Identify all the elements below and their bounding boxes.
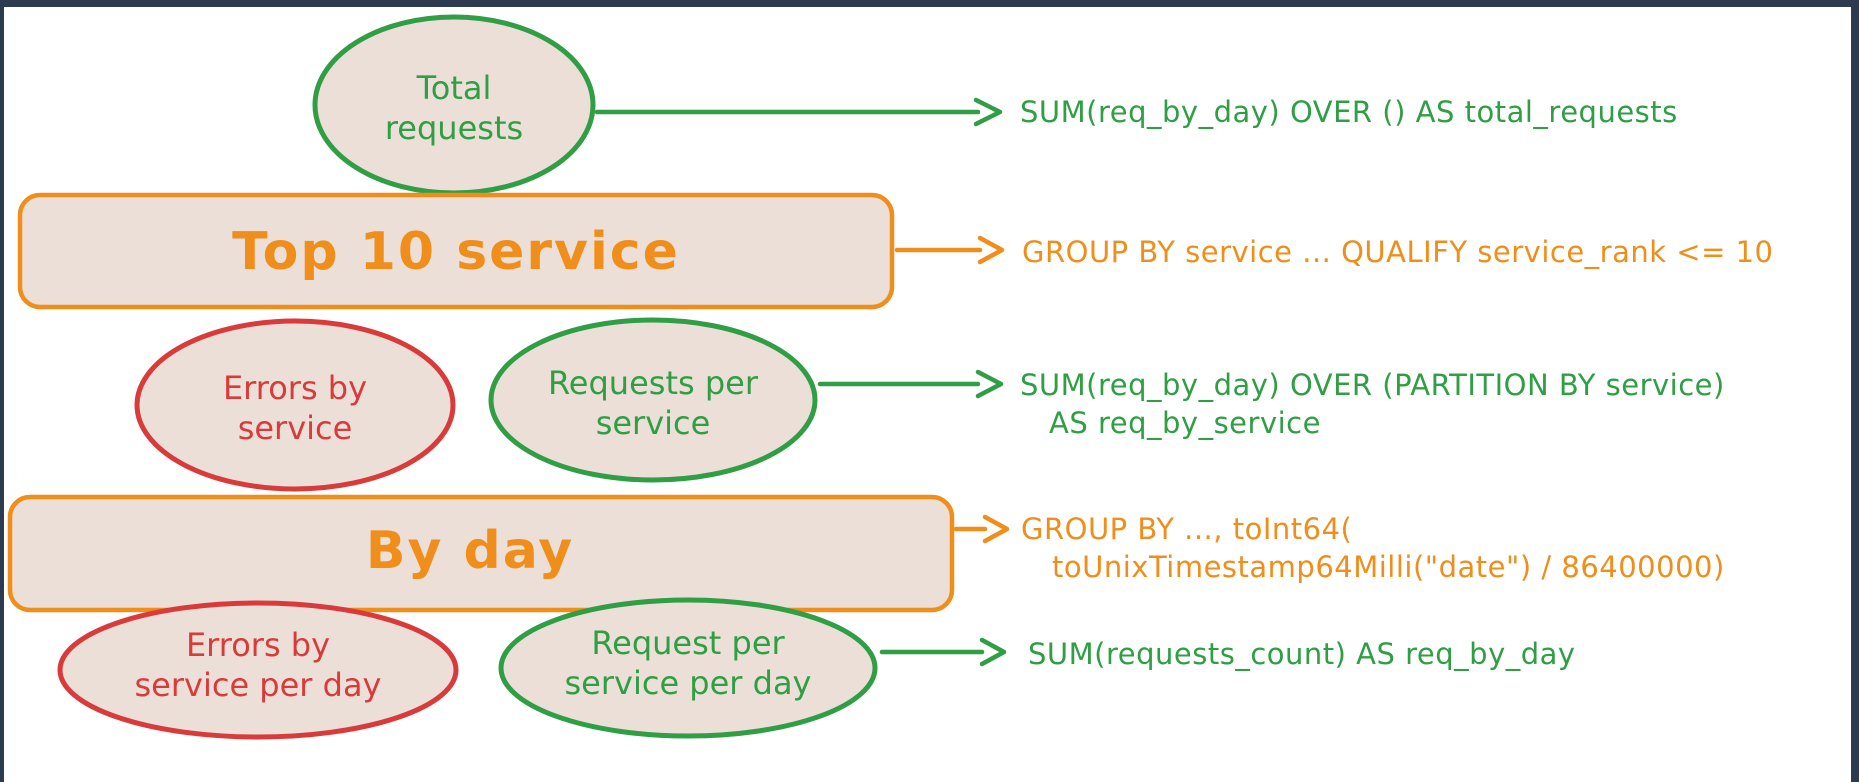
window-edge-top bbox=[0, 0, 1859, 7]
arrow-top-10-service bbox=[894, 235, 1005, 265]
arrow-req-by-day bbox=[879, 637, 1007, 667]
total-requests-label-line2: requests bbox=[385, 109, 523, 147]
errors-by-service-label-line1: Errors by bbox=[223, 369, 367, 407]
arrow-requests-per-service bbox=[817, 369, 1004, 399]
requests-per-service-label-line1: Requests per bbox=[548, 364, 759, 402]
top-10-service-label: Top 10 service bbox=[232, 222, 680, 282]
requests-per-service-label-line2: service bbox=[596, 404, 711, 442]
annotation-by-day-sql-line1: GROUP BY ..., toInt64( bbox=[1021, 512, 1352, 546]
node-request-per-service-per-day: Request per service per day bbox=[498, 597, 878, 739]
top-10-service-rect bbox=[17, 192, 895, 310]
annotation-requests-per-service-sql-line2: AS req_by_service bbox=[1049, 406, 1321, 440]
annotation-total-requests-sql: SUM(req_by_day) OVER () AS total_request… bbox=[1020, 95, 1678, 129]
requests-per-service-ellipse bbox=[488, 317, 818, 483]
by-day-label: By day bbox=[366, 521, 574, 581]
window-edge-left bbox=[0, 0, 4, 782]
window-edge-right bbox=[1851, 0, 1859, 782]
node-total-requests: Total requests bbox=[312, 14, 596, 196]
arrow-total-requests-head-icon bbox=[973, 97, 1003, 127]
request-per-service-per-day-ellipse bbox=[498, 597, 878, 739]
errors-by-service-per-day-label-line1: Errors by bbox=[186, 626, 330, 664]
node-top-10-service: Top 10 service bbox=[17, 192, 895, 310]
errors-by-service-per-day-ellipse bbox=[57, 600, 459, 740]
arrow-by-day-head-icon bbox=[982, 514, 1010, 544]
arrow-requests-per-service-head-icon bbox=[975, 369, 1004, 399]
request-per-service-per-day-label-line2: service per day bbox=[565, 664, 812, 702]
node-by-day: By day bbox=[7, 494, 955, 613]
annotation-top-10-service-sql: GROUP BY service ... QUALIFY service_ran… bbox=[1022, 235, 1774, 269]
arrow-total-requests bbox=[594, 97, 1003, 127]
annotation-req-by-day-sql: SUM(requests_count) AS req_by_day bbox=[1028, 637, 1576, 671]
node-errors-by-service-per-day: Errors by service per day bbox=[57, 600, 459, 740]
request-per-service-per-day-label-line1: Request per bbox=[591, 624, 785, 662]
annotation-by-day-sql-line2: toUnixTimestamp64Milli("date") / 8640000… bbox=[1052, 550, 1725, 584]
node-errors-by-service: Errors by service bbox=[134, 318, 456, 492]
arrow-by-day bbox=[953, 514, 1010, 544]
arrow-req-by-day-head-icon bbox=[979, 637, 1007, 667]
errors-by-service-label-line2: service bbox=[238, 409, 353, 447]
annotation-requests-per-service-sql-line1: SUM(req_by_day) OVER (PARTITION BY servi… bbox=[1020, 368, 1725, 402]
errors-by-service-ellipse bbox=[134, 318, 456, 492]
total-requests-label-line1: Total bbox=[416, 69, 492, 107]
by-day-rect bbox=[7, 494, 955, 613]
arrow-top-10-service-head-icon bbox=[977, 235, 1005, 265]
errors-by-service-per-day-label-line2: service per day bbox=[135, 666, 382, 704]
node-requests-per-service: Requests per service bbox=[488, 317, 818, 483]
